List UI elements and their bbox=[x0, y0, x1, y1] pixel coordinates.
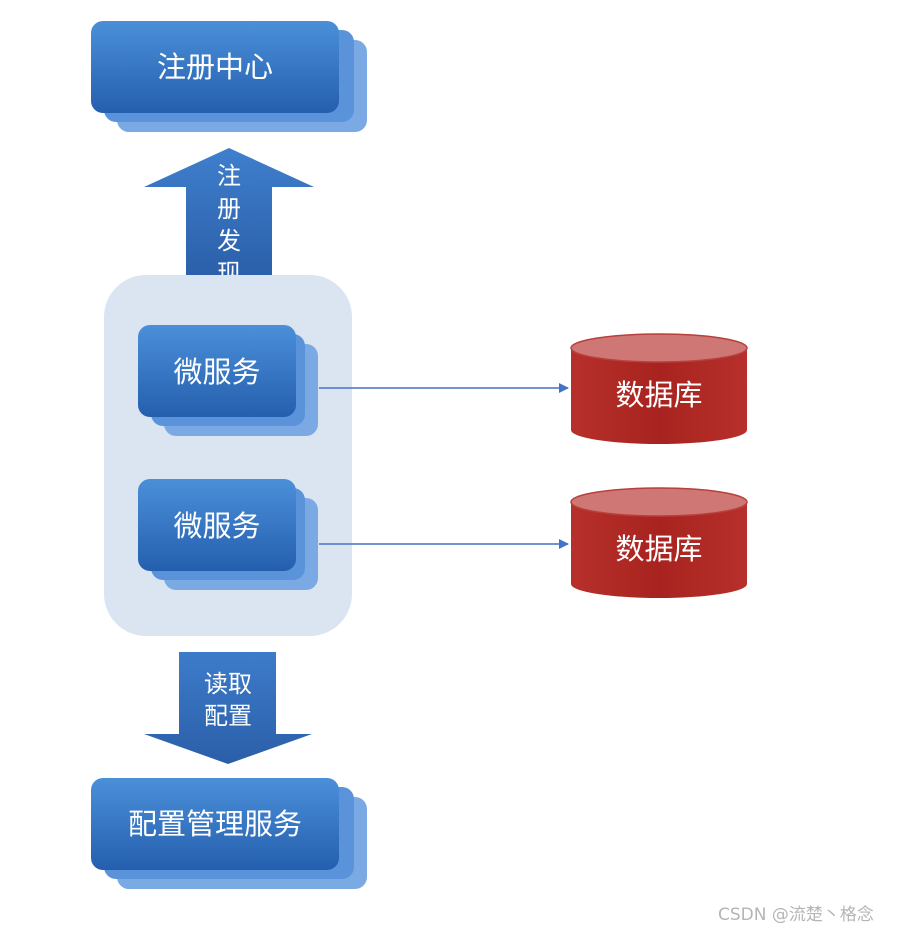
service-label: 微服务 bbox=[173, 355, 260, 389]
service-label: 微服务 bbox=[173, 509, 260, 543]
watermark: CSDN @流楚丶格念 bbox=[718, 905, 874, 925]
read-config-text: 读取 bbox=[204, 670, 252, 698]
read-config-arrow: 读取 配置 bbox=[144, 652, 312, 764]
registry-label: 注册中心 bbox=[157, 50, 273, 84]
database-label: 数据库 bbox=[615, 378, 702, 412]
database-node: 数据库 bbox=[570, 333, 748, 444]
read-config-text: 配置 bbox=[204, 702, 252, 730]
register-discover-char: 册 bbox=[217, 195, 241, 223]
register-discover-arrow: 注 册 发 现 bbox=[144, 148, 314, 287]
service-node: 微服务 bbox=[138, 479, 318, 590]
config-service-label: 配置管理服务 bbox=[128, 807, 302, 841]
register-discover-char: 注 bbox=[217, 162, 241, 190]
service-node: 微服务 bbox=[138, 325, 318, 436]
database-node: 数据库 bbox=[570, 487, 748, 598]
register-discover-char: 发 bbox=[217, 227, 241, 255]
database-label: 数据库 bbox=[615, 532, 702, 566]
registry-node: 注册中心 bbox=[91, 21, 367, 132]
config-service-node: 配置管理服务 bbox=[91, 778, 367, 889]
